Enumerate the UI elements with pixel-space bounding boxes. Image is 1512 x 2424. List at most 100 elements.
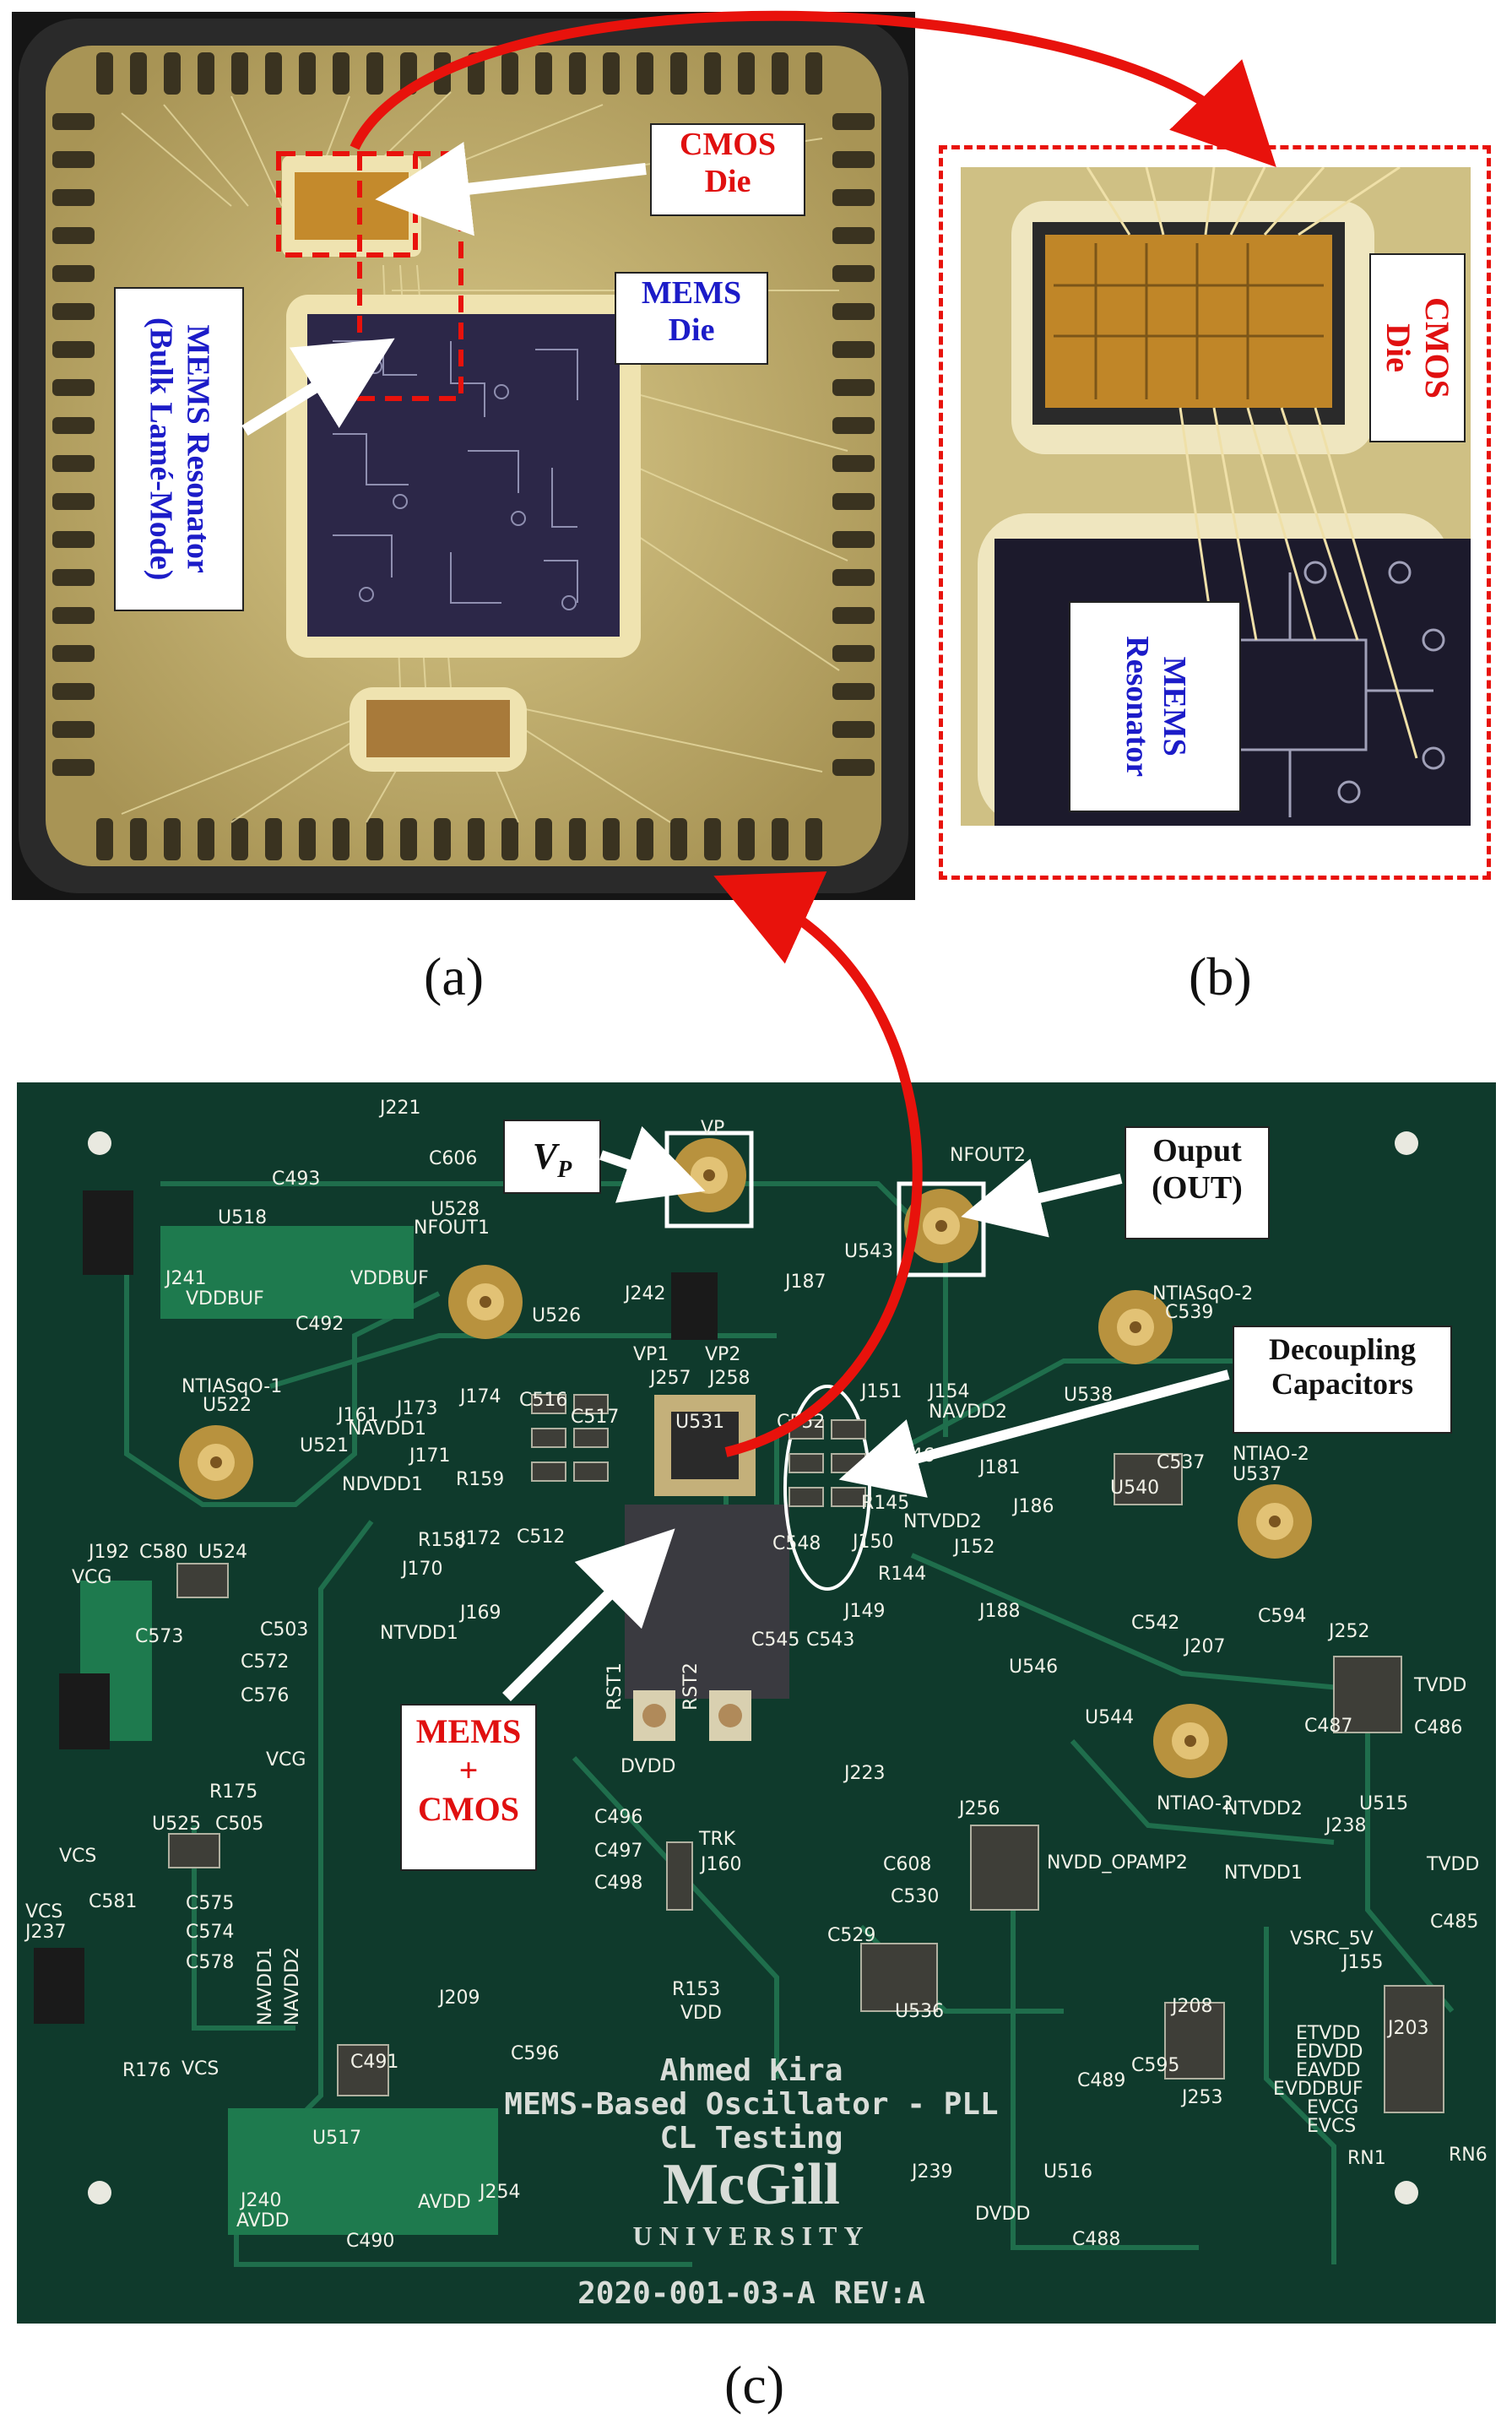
dip-switch-vddbuf	[83, 1190, 133, 1275]
mcgill-logo-sub: UNIVERSITY	[632, 2221, 870, 2251]
label-nfout1: NFOUT1	[414, 1217, 490, 1239]
label-avdd2: AVDD	[418, 2192, 471, 2213]
label-evddbuf: EVDDBUF	[1273, 2079, 1363, 2100]
label-c490: C490	[346, 2231, 395, 2252]
label-c606: C606	[429, 1148, 478, 1169]
label-c512: C512	[517, 1527, 566, 1548]
dip-switch-vcs	[34, 1948, 84, 2024]
label-u528: U528	[431, 1199, 480, 1220]
label-u516: U516	[1043, 2161, 1093, 2183]
label-u536: U536	[895, 2001, 945, 2022]
label-u538: U538	[1064, 1385, 1114, 1406]
label-j208: J208	[1172, 1996, 1213, 2017]
vp-label: VP	[503, 1120, 601, 1194]
label-u526: U526	[532, 1305, 582, 1326]
label-c491: C491	[350, 2052, 399, 2073]
label-evcs: EVCS	[1307, 2116, 1357, 2137]
cmos-die-zoom	[1045, 235, 1332, 408]
label-c486: C486	[1414, 1717, 1463, 1738]
label-c493: C493	[272, 1169, 321, 1190]
label-u517: U517	[312, 2128, 362, 2149]
avdd-pour	[228, 2108, 498, 2235]
label-c581: C581	[89, 1891, 138, 1912]
label-c573: C573	[135, 1626, 184, 1647]
label-rn1: RN1	[1347, 2148, 1386, 2169]
label-ntiao2a: NTIAO-2	[1233, 1444, 1309, 1465]
label-vcs2: VCS	[25, 1901, 63, 1922]
label-c608: C608	[883, 1854, 932, 1875]
label-u515: U515	[1359, 1793, 1409, 1814]
label-r146: R146	[886, 1445, 935, 1467]
label-evcg: EVCG	[1307, 2097, 1359, 2118]
label-vcs: VCS	[59, 1846, 97, 1867]
label-c574: C574	[186, 1922, 235, 1943]
label-u522: U522	[203, 1395, 252, 1416]
label-j150: J150	[853, 1532, 894, 1553]
label-r175: R175	[209, 1781, 258, 1803]
label-j173: J173	[397, 1398, 438, 1419]
label-etvdd: ETVDD	[1296, 2023, 1361, 2044]
label-u518: U518	[218, 1207, 268, 1228]
label-navdd2: NAVDD2	[929, 1402, 1008, 1423]
chip-socket-lid	[625, 1505, 789, 1699]
decoupling-label: Decoupling Capacitors	[1233, 1326, 1452, 1434]
label-c594: C594	[1258, 1606, 1307, 1627]
label-vddbuf: VDDBUF	[186, 1288, 264, 1310]
label-j187: J187	[785, 1272, 826, 1293]
label-c485: C485	[1430, 1912, 1479, 1933]
label-u537: U537	[1233, 1464, 1282, 1485]
label-u531: U531	[675, 1412, 725, 1433]
mcgill-logo: McGill	[663, 2152, 840, 2217]
label-c492: C492	[295, 1314, 344, 1335]
label-dvdd: DVDD	[975, 2204, 1031, 2225]
label-vdd: VDD	[680, 2003, 722, 2024]
label-c576: C576	[241, 1685, 290, 1706]
label-j257: J257	[650, 1368, 691, 1389]
label-ntvdd1: NTVDD1	[380, 1623, 458, 1644]
label-c489: C489	[1077, 2070, 1126, 2091]
author-silkscreen: Ahmed Kira	[659, 2053, 843, 2088]
label-j258: J258	[709, 1368, 751, 1389]
label-j253: J253	[1182, 2087, 1223, 2108]
label-vp: VP	[701, 1118, 725, 1139]
label-vcs3: VCS	[182, 2058, 219, 2080]
label-nfout2: NFOUT2	[950, 1145, 1026, 1166]
dip-switch-vcg	[59, 1673, 110, 1749]
label-c530: C530	[891, 1886, 940, 1907]
label-r153: R153	[672, 1979, 721, 2000]
label-navdd1b: NAVDD1	[255, 1946, 277, 2026]
chip-package-drawing	[19, 19, 908, 893]
mems-resonator-label-b: MEMS Resonator	[1069, 601, 1241, 812]
label-j254: J254	[480, 2182, 521, 2203]
label-c545: C545	[751, 1630, 800, 1651]
label-r145: R145	[861, 1493, 910, 1514]
panel-label-a: (a)	[424, 946, 485, 1006]
mounting-holes	[88, 1131, 1418, 2204]
label-vcg2: VCG	[266, 1749, 306, 1771]
label-j186: J186	[1013, 1496, 1054, 1517]
label-ntiao2b: NTIAO-2	[1157, 1793, 1233, 1814]
label-c517: C517	[571, 1407, 620, 1428]
panel-label-c: (c)	[724, 2355, 785, 2415]
label-ntvdd2: NTVDD2	[903, 1511, 982, 1532]
label-c503: C503	[260, 1619, 309, 1640]
label-j152: J152	[954, 1537, 995, 1558]
label-j169: J169	[460, 1602, 501, 1624]
label-j170: J170	[402, 1559, 443, 1580]
dip-switch-vp	[671, 1272, 718, 1340]
label-c487: C487	[1304, 1716, 1353, 1737]
label-eavdd: EAVDD	[1296, 2060, 1361, 2081]
mems-resonator-label-a: MEMS Resonator (Bulk Lamé-Mode)	[114, 287, 244, 611]
vddbuf-pour	[160, 1226, 414, 1319]
label-vsrc: VSRC_5V	[1290, 1928, 1374, 1950]
label-c595: C595	[1131, 2055, 1180, 2076]
label-u540: U540	[1110, 1478, 1160, 1499]
label-c552: C552	[777, 1412, 826, 1433]
label-ntiasqo2: NTIASqO-2	[1152, 1283, 1254, 1304]
project-silkscreen: MEMS-Based Oscillator - PLL	[504, 2087, 999, 2122]
label-j172: J172	[460, 1528, 501, 1549]
panel-label-b: (b)	[1189, 946, 1252, 1006]
label-u543: U543	[844, 1241, 894, 1262]
label-j240: J240	[241, 2190, 282, 2211]
label-tvdd: TVDD	[1414, 1675, 1467, 1696]
